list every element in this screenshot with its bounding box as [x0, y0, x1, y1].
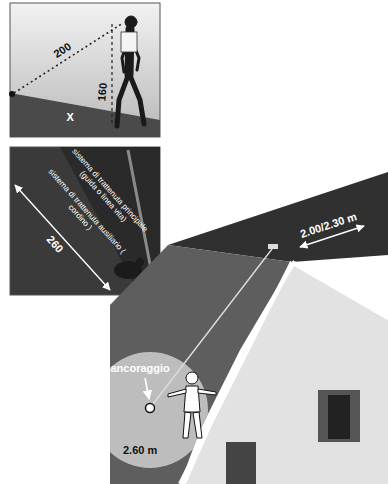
- anchor-label: ancoraggio: [111, 362, 170, 374]
- dimension-label: 2.60 m: [123, 444, 157, 456]
- dimension-label: X: [67, 111, 74, 123]
- dimension-label: 160: [95, 82, 109, 101]
- slope-panel: [9, 3, 160, 137]
